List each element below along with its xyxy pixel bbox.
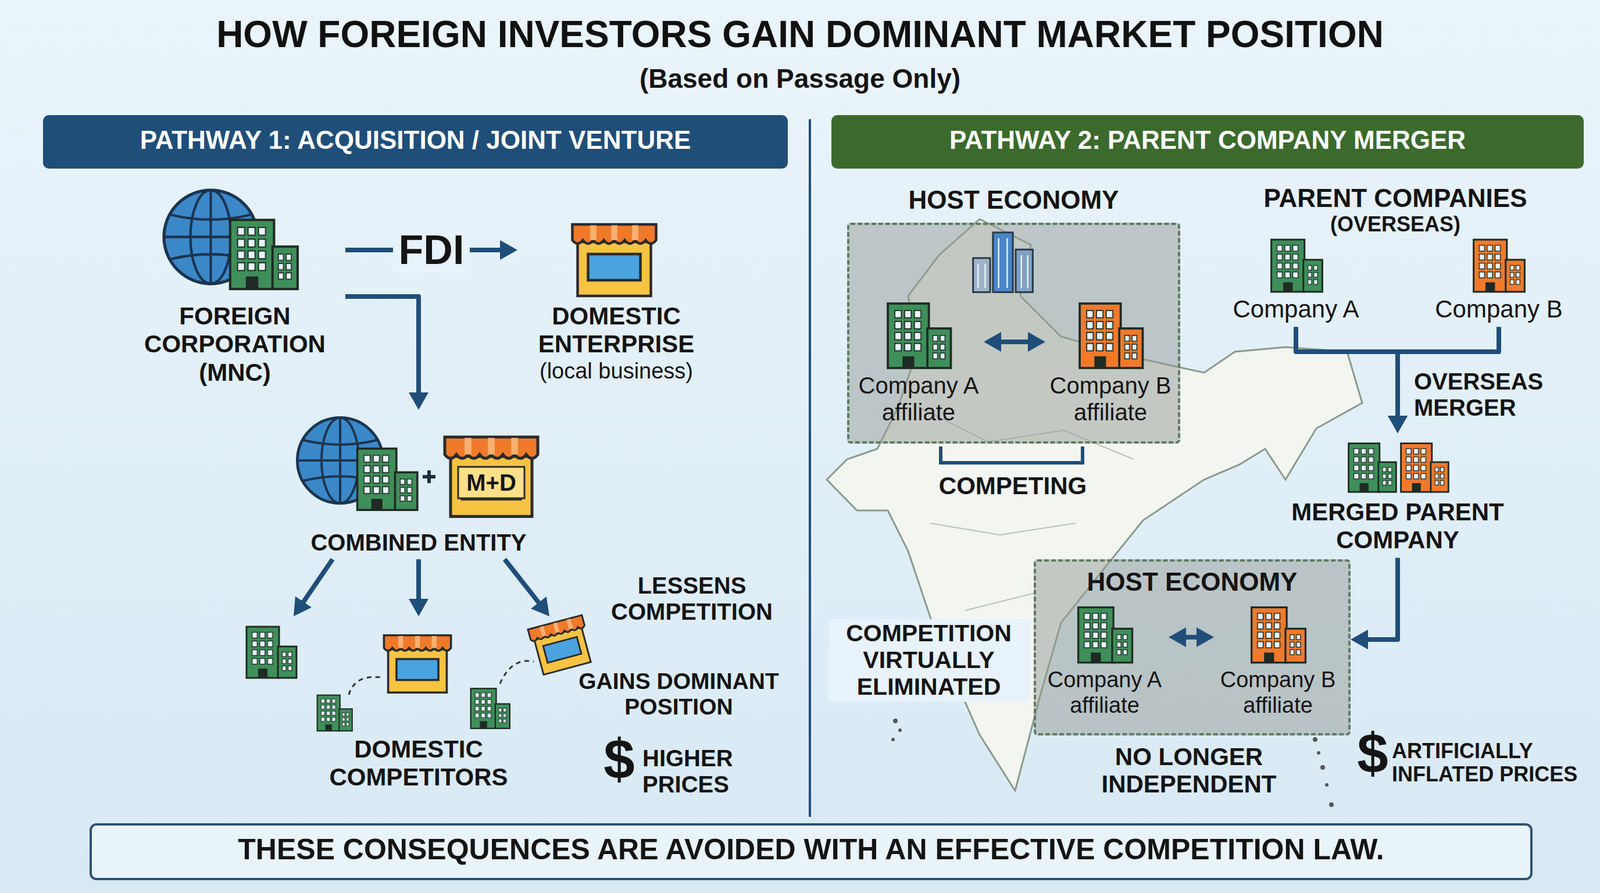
connector-line	[416, 559, 421, 603]
islands	[891, 718, 1334, 807]
building-icon	[230, 219, 298, 289]
building-icon	[1401, 443, 1449, 493]
node-text: MERGED PARENT COMPANY	[1269, 498, 1526, 555]
arrow-head	[408, 598, 429, 617]
bracket	[940, 446, 1083, 463]
arrow-head	[1350, 629, 1369, 650]
header-band: PATHWAY 2: PARENT COMPANY MERGER	[831, 115, 1584, 169]
shop-sign	[458, 466, 525, 499]
plus-sign	[422, 470, 436, 484]
arrow-head	[500, 240, 518, 260]
arrow-head	[1168, 627, 1187, 648]
arrow-head	[408, 392, 429, 410]
building-icon	[470, 688, 510, 729]
annotation-label: NO LONGER INDEPENDENT	[1072, 743, 1306, 798]
node-text: THESE CONSEQUENCES ARE AVOIDED WITH AN E…	[237, 833, 1384, 867]
connector-line	[1295, 326, 1398, 420]
shop-icon	[527, 615, 595, 676]
annotation-label: PARENT COMPANIES	[1250, 183, 1541, 213]
annotation-label: $	[597, 731, 641, 788]
node-text: Company B	[1434, 295, 1563, 324]
building-icon	[1348, 443, 1397, 493]
node-text: Company A	[1231, 295, 1360, 324]
building-icon	[1079, 303, 1143, 369]
node-text: HOST ECONOMY	[847, 185, 1181, 216]
arrow-head	[1196, 627, 1214, 648]
node-text: PATHWAY 2: PARENT COMPANY MERGER	[949, 125, 1466, 156]
node-text: HOST ECONOMY	[1036, 567, 1349, 598]
node-text: Company B affiliate	[1213, 667, 1342, 719]
dashed-links	[348, 661, 534, 695]
annotation-label: OVERSEAS MERGER	[1413, 368, 1589, 421]
icon-node: MERGED PARENT COMPANY	[1269, 433, 1526, 559]
building-icon	[1078, 607, 1133, 663]
arrow-head	[530, 596, 550, 617]
node-text: Company B affiliate	[1045, 372, 1176, 426]
annotation-label: GAINS DOMINANT POSITION	[555, 668, 803, 720]
connector	[1168, 627, 1214, 648]
connector	[983, 331, 1046, 352]
connector	[504, 559, 550, 617]
connector-line	[504, 559, 541, 606]
building-icon	[1251, 607, 1306, 663]
annotation-label: (OVERSEAS)	[1250, 212, 1541, 237]
node-text: M+D	[458, 466, 525, 499]
shop-icon	[444, 437, 538, 517]
annotation-label: COMPETITION VIRTUALLY ELIMINATED	[828, 619, 1030, 702]
connector-line	[1364, 558, 1398, 640]
building-icon	[317, 695, 353, 732]
shop-icon	[572, 224, 657, 296]
connector-line	[301, 559, 334, 605]
city-icon	[973, 232, 1034, 293]
footer-box: THESE CONSEQUENCES ARE AVOIDED WITH AN E…	[89, 823, 1533, 881]
building-icon	[1271, 239, 1323, 292]
node-text: PATHWAY 1: ACQUISITION / JOINT VENTURE	[140, 125, 692, 156]
connector	[1295, 326, 1408, 434]
annotation-label: HIGHER PRICES	[642, 745, 788, 798]
icon-node: DOMESTIC ENTERPRISE(local business)	[517, 186, 716, 388]
shop-icon	[383, 635, 451, 693]
building-icon	[1473, 239, 1525, 292]
arrow-head	[983, 331, 1002, 352]
connector	[408, 559, 429, 617]
annotation-label: $	[1354, 725, 1391, 782]
header-band: PATHWAY 1: ACQUISITION / JOINT VENTURE	[43, 115, 788, 169]
building-icon	[246, 626, 297, 678]
arrow-head	[1387, 415, 1408, 434]
icon-node: M+D COMBINED ENTITY	[267, 409, 570, 560]
node-text: (local business)	[517, 358, 716, 385]
node-text: COMBINED ENTITY	[267, 529, 570, 556]
country-map	[826, 219, 1363, 791]
annotation-label: COMPETING	[906, 470, 1119, 501]
node-text: Company A affiliate	[1040, 667, 1169, 719]
connector	[1350, 558, 1398, 650]
edge-label: FDI	[393, 227, 471, 273]
connector	[345, 296, 429, 410]
arrow-head	[1027, 331, 1046, 352]
divider	[808, 119, 812, 817]
arrow-head	[293, 596, 312, 617]
building-icon	[357, 448, 418, 511]
icon-node: Company B	[1434, 232, 1563, 327]
node-text: FOREIGN CORPORATION (MNC)	[124, 302, 346, 387]
connector-line	[997, 339, 1032, 345]
connector-line	[345, 296, 419, 396]
icon-node: DOMESTIC COMPETITORS	[232, 616, 605, 796]
building-icon	[887, 303, 951, 369]
icon-node: Company A	[1231, 232, 1360, 327]
annotation-label: (Based on Passage Only)	[0, 63, 1600, 95]
node-text: Company A affiliate	[853, 372, 984, 426]
node-text: DOMESTIC ENTERPRISE	[517, 302, 716, 359]
icon-node: FOREIGN CORPORATION (MNC)	[124, 186, 346, 391]
arrow-head	[1387, 415, 1408, 434]
annotation-label: ARTIFICIALLY INFLATED PRICES	[1391, 739, 1593, 787]
annotation-label: LESSENS COMPETITION	[593, 572, 791, 625]
node-text: DOMESTIC COMPETITORS	[293, 735, 544, 792]
state-lines	[918, 406, 1134, 611]
title: HOW FOREIGN INVESTORS GAIN DOMINANT MARK…	[0, 13, 1600, 56]
connector	[293, 559, 333, 617]
